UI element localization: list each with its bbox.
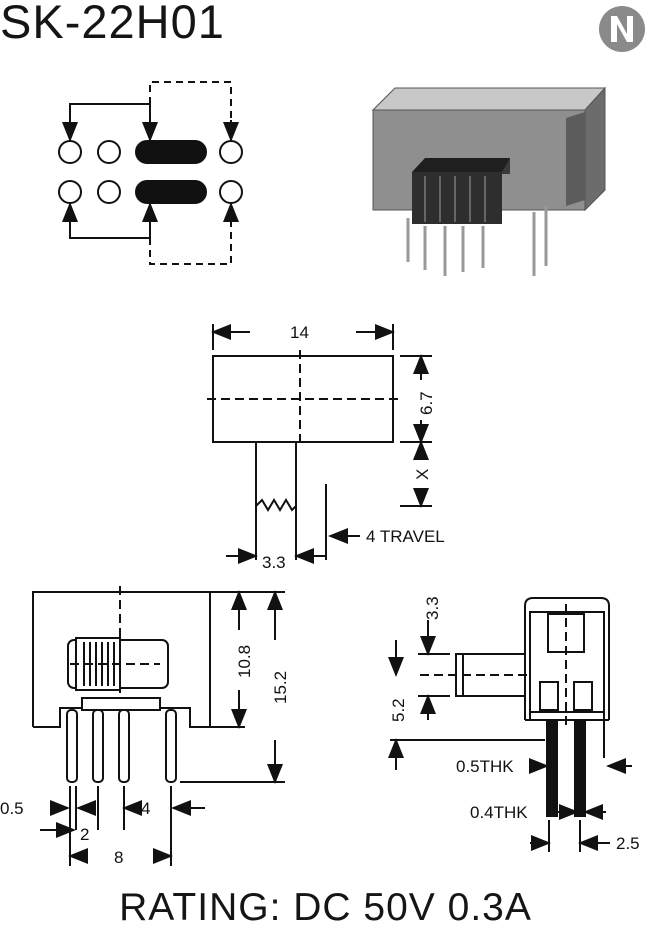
- top-view-drawing: [207, 324, 432, 564]
- circuit-schematic: [58, 81, 243, 265]
- front-view-drawing: [32, 586, 285, 866]
- dim-actuator: 3.3: [262, 553, 286, 572]
- dim-pin-0-5: 0.5: [0, 799, 24, 818]
- dim-side-0-4thk: 0.4THK: [470, 803, 528, 822]
- dim-top-height: 6.7: [417, 391, 436, 415]
- dim-travel: 4 TRAVEL: [366, 527, 445, 546]
- dim-side-2-5: 2.5: [616, 834, 640, 853]
- dim-front-15-2: 15.2: [271, 671, 290, 704]
- product-3d-illustration: [371, 86, 607, 276]
- dim-pin-8: 8: [114, 848, 123, 867]
- side-view-drawing: [388, 597, 632, 852]
- part-number-title: SK-22H01: [0, 0, 225, 48]
- dim-top-x: X: [413, 469, 432, 480]
- dim-pin-2: 2: [80, 825, 89, 844]
- dim-pin-4: 4: [141, 799, 150, 818]
- dim-front-10-8: 10.8: [235, 645, 254, 678]
- brand-logo: [599, 6, 645, 52]
- dim-side-0-5thk: 0.5THK: [456, 757, 514, 776]
- dim-top-width: 14: [290, 323, 309, 342]
- rating-label: RATING: DC 50V 0.3A: [119, 886, 532, 929]
- dim-side-3-3: 3.3: [423, 596, 442, 620]
- dim-side-5-2: 5.2: [389, 698, 408, 722]
